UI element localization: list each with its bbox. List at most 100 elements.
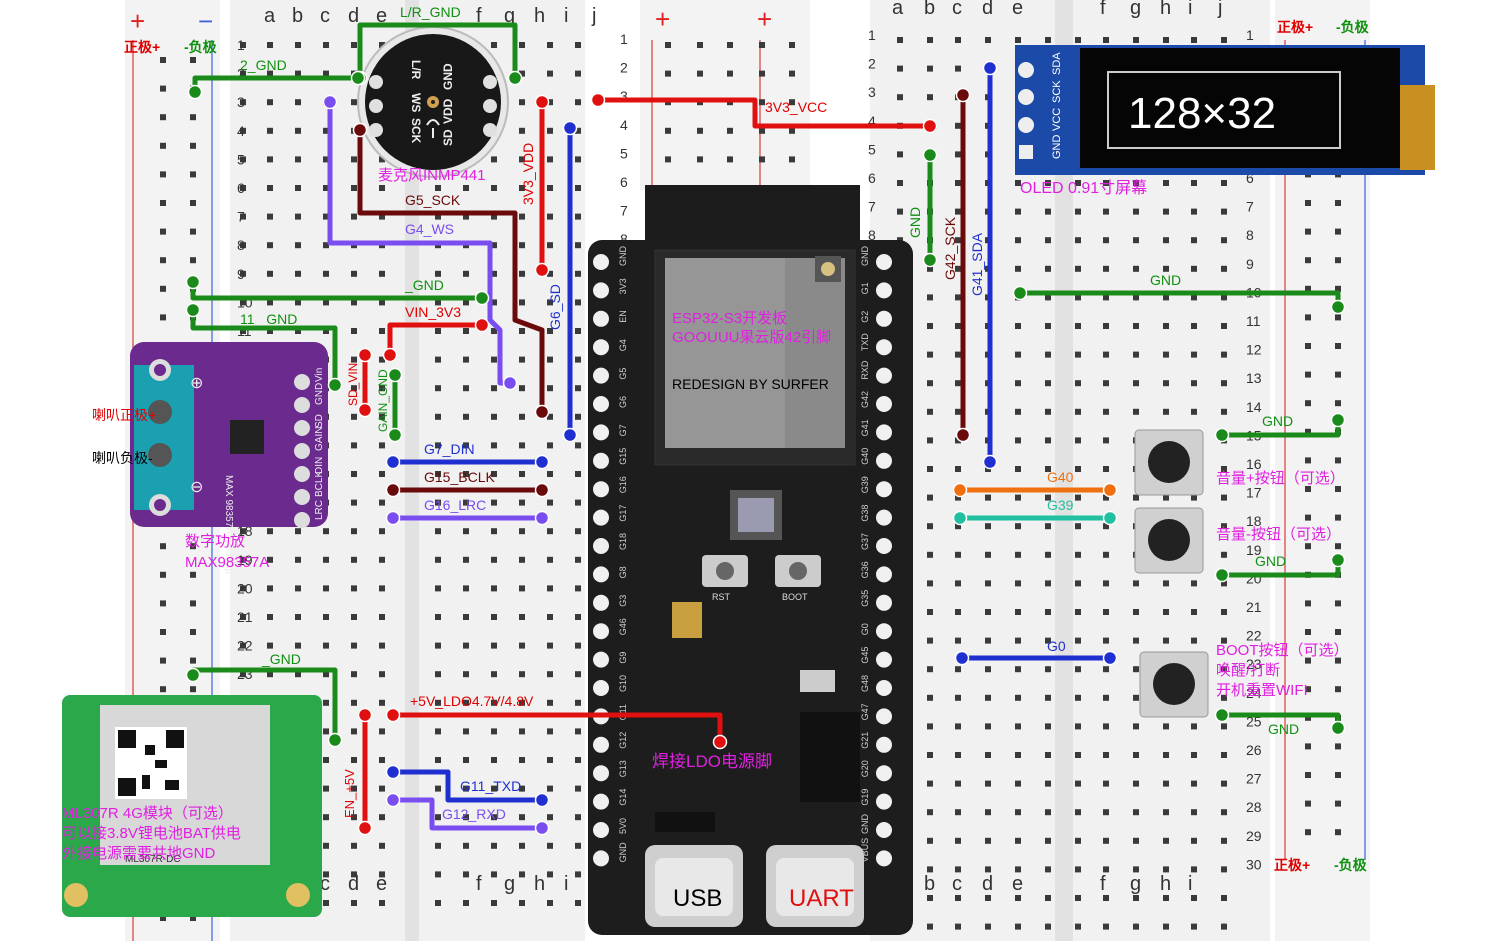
hole (1335, 371, 1341, 378)
boot-push-button[interactable] (1139, 651, 1209, 718)
row-number-left: 7 (237, 209, 245, 225)
hole (955, 351, 961, 358)
hole (1163, 637, 1169, 644)
esp-right-pin-hole (876, 367, 892, 384)
hole (190, 915, 196, 921)
wire-gnd-11 (190, 307, 338, 388)
wire-endpoint (357, 402, 373, 418)
hole (955, 637, 961, 644)
hole (1015, 637, 1021, 644)
esp-left-pin-hole (593, 793, 609, 810)
hole (435, 814, 441, 821)
wire-endpoint (385, 792, 401, 808)
amp-pin-label: GND (314, 383, 325, 405)
hole (1103, 752, 1109, 758)
ml307r-4g-module: ML307R-DC (62, 695, 322, 917)
hole (1045, 580, 1051, 587)
wire-endpoint (185, 667, 201, 683)
wire-endpoint (322, 94, 338, 110)
hole (1015, 694, 1021, 701)
column-letter: i (564, 5, 568, 27)
hole (351, 42, 357, 48)
column-letter-bottom: d (348, 873, 359, 895)
qr-code-icon (118, 730, 184, 796)
hole (463, 642, 469, 649)
boot-btn-label-1: BOOT按钮（可选） (1216, 642, 1349, 659)
row-number-left: 9 (237, 266, 245, 282)
usb-port-label: USB (673, 885, 722, 912)
hole (955, 122, 961, 129)
hole (1045, 752, 1051, 758)
hole (1221, 351, 1227, 358)
hole (1163, 294, 1169, 301)
esp-left-pin-label: G46 (618, 618, 628, 635)
oled-label: OLED 0.91寸屏幕 (1020, 179, 1147, 197)
wire-endpoint (357, 820, 373, 836)
hole (435, 185, 441, 191)
hole (759, 70, 765, 77)
hole (379, 699, 385, 706)
hole (1163, 265, 1169, 272)
column-letter: c (952, 0, 962, 19)
hole (519, 814, 525, 821)
esp-right-pin-hole (876, 651, 892, 668)
rst-label: RST (712, 592, 731, 602)
hole (1221, 895, 1227, 901)
hole (1015, 351, 1021, 358)
hole (575, 728, 581, 735)
row-number-mid: 2 (620, 60, 628, 76)
hole (1045, 637, 1051, 644)
hole (351, 699, 357, 706)
hole (1163, 351, 1169, 358)
hole (351, 871, 357, 878)
hole (955, 694, 961, 701)
hole (1133, 609, 1139, 615)
hole (1191, 237, 1197, 244)
hole (1191, 37, 1197, 43)
hole (519, 185, 525, 191)
wire-endpoint (327, 377, 343, 393)
hole (575, 814, 581, 821)
wire-endpoint (922, 118, 938, 134)
hole (547, 900, 553, 906)
hole (240, 556, 246, 563)
hole (1045, 780, 1051, 787)
hole (379, 499, 385, 506)
label-g0: G0 (1047, 638, 1066, 654)
hole (547, 585, 553, 592)
wires (190, 22, 1341, 831)
hole (927, 780, 933, 787)
hole (351, 385, 357, 392)
hole (379, 671, 385, 678)
hole (575, 471, 581, 477)
esp-right-pin-hole (876, 822, 892, 838)
hole (727, 156, 733, 163)
row-number-left: 6 (237, 180, 245, 196)
label-g6-sd: G6_SD (547, 284, 563, 330)
esp-left-pin-hole (593, 367, 609, 384)
hole (379, 900, 385, 906)
hole (267, 156, 273, 163)
row-number-mid: 1 (620, 31, 628, 47)
volume-down-button[interactable] (1134, 507, 1204, 574)
hole (1191, 294, 1197, 301)
column-letter: b (292, 5, 303, 27)
hole (379, 842, 385, 849)
boot-label: BOOT (782, 592, 808, 602)
esp-right-pin-hole (876, 594, 892, 611)
hole (1045, 351, 1051, 358)
hole (435, 528, 441, 535)
volume-up-button[interactable] (1134, 429, 1204, 496)
hole (575, 757, 581, 763)
hole (463, 442, 469, 449)
esp-right-pin-label: G20 (860, 760, 870, 777)
hole (190, 686, 196, 693)
hole (1103, 408, 1109, 415)
hole (1163, 866, 1169, 873)
esp-right-pin-hole (876, 736, 892, 753)
hole (789, 127, 795, 134)
hole (1335, 629, 1341, 635)
wire-endpoint (387, 367, 403, 383)
hole (435, 328, 441, 334)
hole (1075, 837, 1081, 844)
